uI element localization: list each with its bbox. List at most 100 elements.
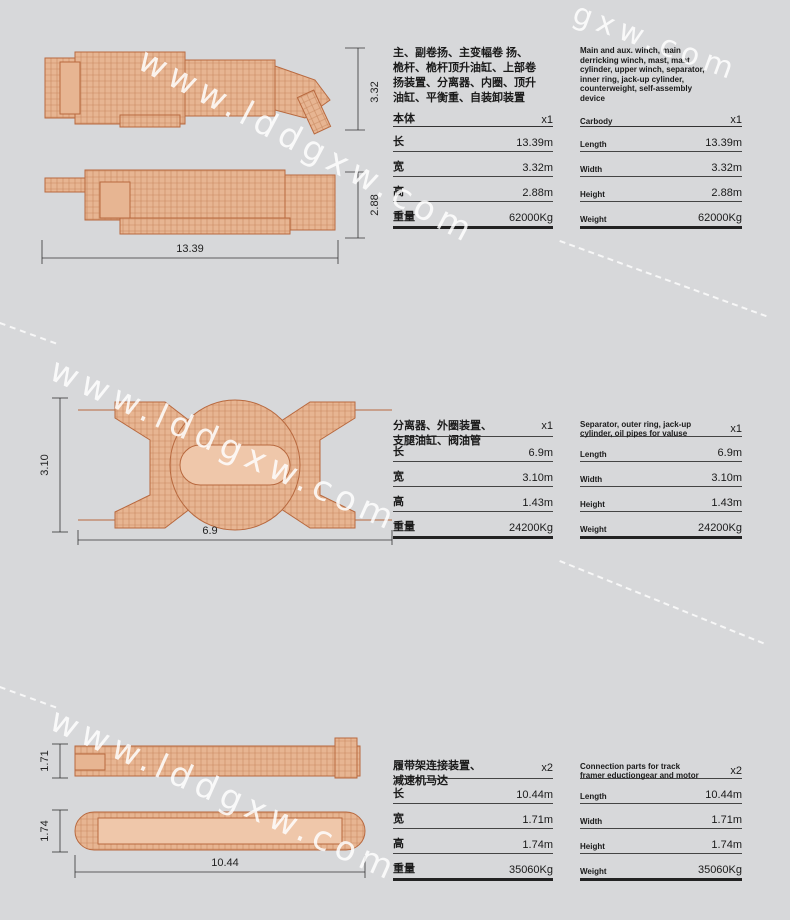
spec-row: Length 6.9m: [580, 436, 742, 462]
spec-label: 宽: [393, 161, 404, 173]
spec-header-label: 本体: [393, 113, 415, 125]
spec-carbody-en: Main and aux. winch, main derricking win…: [580, 46, 742, 229]
spec-description-text: Separator, outer ring, jack-up cylinder,…: [580, 419, 692, 439]
spec-label: 长: [393, 136, 404, 148]
spec-row: 重量 35060Kg: [393, 854, 553, 881]
spec-label: 重量: [393, 521, 415, 533]
spec-description-text: Connection parts for track framer educti…: [580, 761, 699, 781]
spec-value: 1.43m: [711, 497, 742, 509]
dim-carbody-length: 13.39: [176, 243, 204, 255]
spec-value: 1.71m: [711, 814, 742, 826]
spec-carbody-cn: 主、副卷扬、主变幅卷 扬、 桅杆、桅杆顶升油缸、上部卷 扬装置、分离器、内圈、顶…: [393, 46, 553, 229]
spec-label: 宽: [393, 813, 404, 825]
carbody-top-dimension: [345, 47, 365, 131]
spec-value: 6.9m: [528, 447, 553, 459]
spec-label: Weight: [580, 525, 607, 534]
spec-description-text: 分离器、外圈装置、 支腿油缸、阀油管: [393, 420, 492, 447]
spec-row: 宽 3.32m: [393, 152, 553, 177]
spec-header-row: Carbody x1: [580, 106, 742, 127]
spec-value: 10.44m: [705, 789, 742, 801]
spec-value: 1.43m: [522, 497, 553, 509]
separator-dimension: [52, 397, 393, 545]
track-side-view: [74, 811, 366, 851]
spec-label: 高: [393, 186, 404, 198]
spec-value: 2.88m: [711, 187, 742, 199]
spec-value: 24200Kg: [508, 522, 553, 534]
spec-row: 高 1.74m: [393, 829, 553, 854]
spec-value: 1.74m: [711, 839, 742, 851]
spec-value: 13.39m: [516, 137, 553, 149]
track-top-view: [74, 737, 361, 779]
spec-header-label: Carbody: [580, 117, 613, 126]
carbody-side-dimension: [41, 171, 365, 264]
spec-description: Main and aux. winch, main derricking win…: [580, 46, 705, 103]
spec-label: Height: [580, 842, 605, 851]
spec-value: 2.88m: [522, 187, 553, 199]
spec-header-row: 本体 x1: [393, 106, 553, 127]
spec-row: Width 1.71m: [580, 804, 742, 829]
spec-row: 长 13.39m: [393, 127, 553, 152]
track-side-dimension: [52, 809, 366, 878]
dim-separator-width: 3.10: [39, 454, 51, 475]
spec-row: Weight 35060Kg: [580, 854, 742, 881]
spec-track-en: Connection parts for track framer educti…: [580, 752, 742, 881]
carbody-side-view: [44, 169, 336, 235]
spec-row: Width 3.10m: [580, 462, 742, 487]
spec-value: 1.71m: [522, 814, 553, 826]
spec-description: Separator, outer ring, jack-up cylinder,…: [580, 410, 742, 439]
spec-value: 3.10m: [522, 472, 553, 484]
spec-description: 分离器、外圈装置、 支腿油缸、阀油管 x1: [393, 404, 553, 447]
spec-description: 主、副卷扬、主变幅卷 扬、 桅杆、桅杆顶升油缸、上部卷 扬装置、分离器、内圈、顶…: [393, 47, 536, 104]
spec-row: Length 10.44m: [580, 778, 742, 804]
spec-label: 重量: [393, 211, 415, 223]
spec-value: 3.10m: [711, 472, 742, 484]
spec-label: Width: [580, 475, 603, 484]
dim-separator-length: 6.9: [202, 525, 217, 537]
spec-quantity: x1: [541, 420, 553, 432]
spec-row: 长 6.9m: [393, 436, 553, 462]
spec-label: Width: [580, 165, 603, 174]
spec-row: 高 1.43m: [393, 487, 553, 512]
spec-quantity: x1: [730, 422, 742, 435]
spec-value: 13.39m: [705, 137, 742, 149]
spec-row: Length 13.39m: [580, 127, 742, 152]
spec-row: Height 2.88m: [580, 177, 742, 202]
spec-label: Length: [580, 140, 607, 149]
dim-track-height: 1.74: [39, 820, 51, 841]
carbody-top-view: [44, 51, 332, 135]
spec-description: Connection parts for track framer educti…: [580, 752, 742, 781]
spec-value: 35060Kg: [697, 864, 742, 876]
spec-value: 6.9m: [717, 447, 742, 459]
spec-value: 35060Kg: [508, 864, 553, 876]
spec-label: Weight: [580, 867, 607, 876]
spec-label: 重量: [393, 863, 415, 875]
spec-value: 3.32m: [522, 162, 553, 174]
spec-label: 长: [393, 446, 404, 458]
spec-label: Height: [580, 190, 605, 199]
spec-label: Weight: [580, 215, 607, 224]
spec-row: 重量 24200Kg: [393, 512, 553, 539]
spec-value: 1.74m: [522, 839, 553, 851]
spec-quantity: x2: [730, 764, 742, 777]
spec-quantity: x1: [541, 114, 553, 126]
spec-label: Height: [580, 500, 605, 509]
spec-label: Length: [580, 792, 607, 801]
spec-row: Height 1.43m: [580, 487, 742, 512]
spec-label: Width: [580, 817, 603, 826]
spec-value: 10.44m: [516, 789, 553, 801]
spec-label: 高: [393, 838, 404, 850]
separator-top-view: [78, 399, 392, 531]
spec-row: Height 1.74m: [580, 829, 742, 854]
spec-description: 履带架连接装置、 减速机马达 x2: [393, 744, 553, 787]
spec-label: Length: [580, 450, 607, 459]
track-top-dimension: [52, 743, 68, 779]
spec-label: 高: [393, 496, 404, 508]
dim-carbody-height: 2.88: [369, 194, 381, 215]
